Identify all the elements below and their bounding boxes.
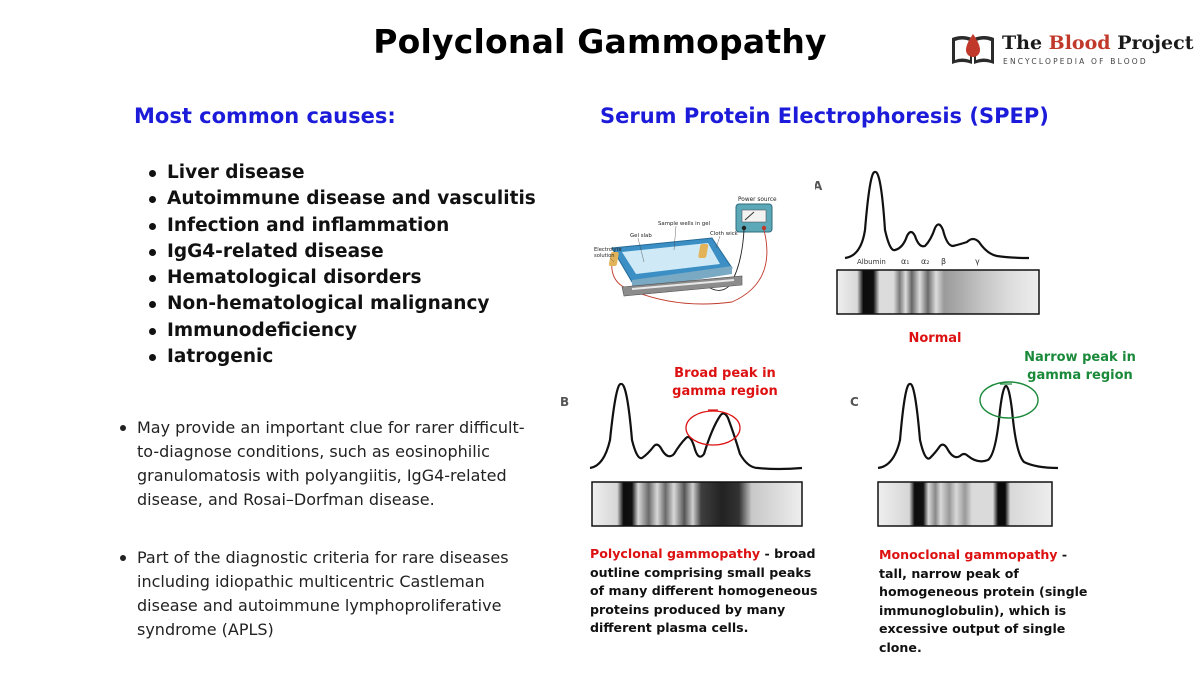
- label-gel-slab: Gel slab: [630, 233, 652, 239]
- label-sample-wells: Sample wells in gel: [658, 221, 710, 227]
- logo-tagline: ENCYCLOPEDIA OF BLOOD: [1003, 57, 1148, 66]
- spep-panel-a-normal: A Albumin α₁ α₂ β γ: [815, 170, 1040, 315]
- cause-item: IgG4-related disease: [146, 239, 536, 265]
- monoclonal-term: Monoclonal gammopathy: [879, 547, 1058, 562]
- note-diagnostic-criteria: Part of the diagnostic criteria for rare…: [120, 546, 537, 642]
- causes-list: Liver disease Autoimmune disease and vas…: [146, 160, 536, 370]
- fraction-albumin: Albumin: [857, 258, 886, 266]
- cause-item: Hematological disorders: [146, 265, 536, 291]
- panel-a-gel-strip: [836, 269, 1040, 315]
- spep-heading: Serum Protein Electrophoresis (SPEP): [600, 104, 1049, 128]
- panel-b-letter: B: [560, 395, 569, 409]
- cause-item: Liver disease: [146, 160, 536, 186]
- fraction-alpha2: α₂: [921, 257, 929, 266]
- monoclonal-text: - tall, narrow peak of homogeneous prote…: [879, 547, 1088, 655]
- panel-c-letter: C: [850, 395, 859, 409]
- logo-name: The Blood Project: [1002, 32, 1194, 54]
- broad-peak-highlight: [685, 410, 741, 446]
- book-blood-drop-icon: [952, 34, 994, 64]
- label-electrolyte-solution: solution: [594, 253, 615, 259]
- narrow-peak-highlight: [979, 381, 1039, 419]
- spep-panel-b-polyclonal: B: [560, 382, 803, 527]
- panel-a-caption: Normal: [908, 331, 962, 346]
- page-title: Polyclonal Gammopathy: [373, 22, 827, 61]
- label-cloth-wick: Cloth wick: [710, 231, 739, 237]
- cause-item: Autoimmune disease and vasculitis: [146, 186, 536, 212]
- cause-item: Non-hematological malignancy: [146, 291, 536, 317]
- note-diagnostic-clue: May provide an important clue for rarer …: [120, 416, 537, 512]
- panel-b-gel-strip: [591, 481, 803, 527]
- fraction-alpha1: α₁: [901, 257, 909, 266]
- polyclonal-description: Polyclonal gammopathy - broad outline co…: [590, 545, 820, 638]
- polyclonal-text: - broad outline comprising small peaks o…: [590, 546, 818, 635]
- blood-project-logo: The Blood Project ENCYCLOPEDIA OF BLOOD: [950, 28, 1193, 70]
- fraction-beta: β: [941, 257, 946, 266]
- cause-item: Infection and inflammation: [146, 213, 536, 239]
- causes-heading: Most common causes:: [134, 104, 396, 128]
- label-electrolyte: Electrolyte: [594, 247, 622, 253]
- cause-item: Iatrogenic: [146, 344, 536, 370]
- fraction-gamma: γ: [975, 257, 980, 266]
- panel-c-gel-strip: [877, 481, 1053, 527]
- cause-item: Immunodeficiency: [146, 318, 536, 344]
- electrophoresis-apparatus-illustration: Power source Sample wells in gel Cloth w…: [594, 197, 777, 305]
- spep-panel-c-monoclonal: C: [850, 382, 1059, 527]
- broad-peak-annotation: Broad peak in gamma region: [672, 366, 778, 399]
- narrow-peak-annotation: Narrow peak in gamma region: [1024, 350, 1136, 383]
- label-power-source: Power source: [738, 197, 777, 203]
- panel-a-letter: A: [815, 179, 823, 193]
- monoclonal-description: Monoclonal gammopathy - tall, narrow pea…: [879, 546, 1099, 657]
- polyclonal-term: Polyclonal gammopathy: [590, 546, 761, 561]
